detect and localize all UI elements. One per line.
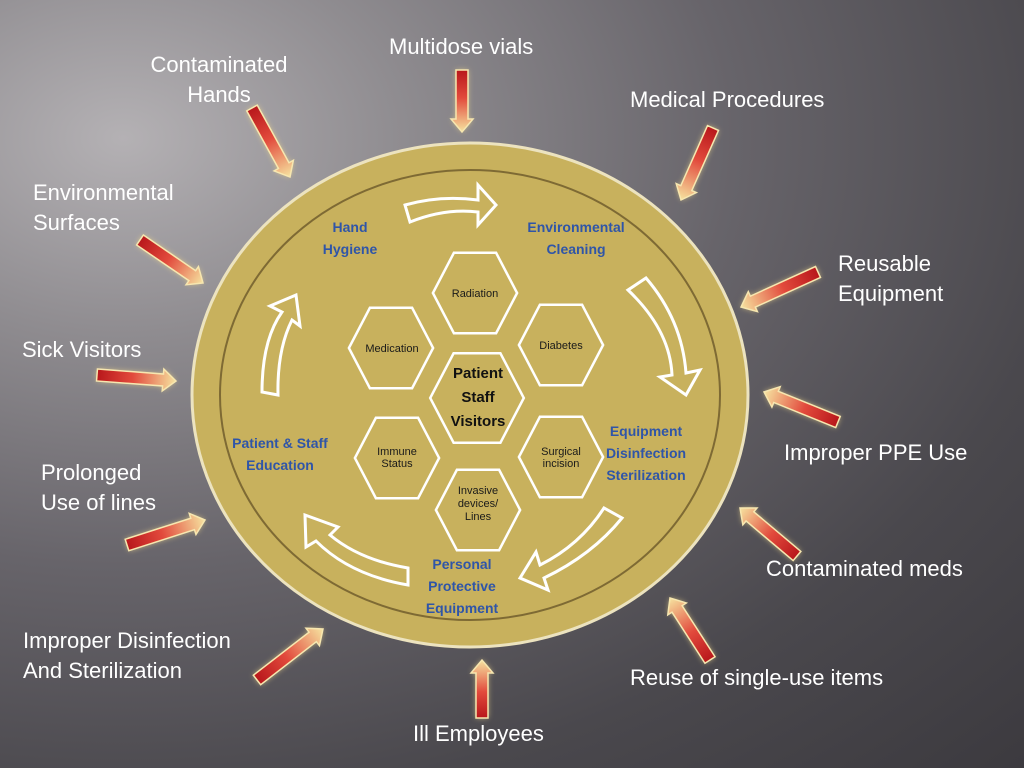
risk-line: Reuse of single-use items (630, 665, 884, 690)
risk-line: Multidose vials (389, 34, 534, 59)
hex-line: Medication (365, 343, 419, 355)
cycle-line: Cleaning (546, 241, 606, 257)
cycle-arrow-right (625, 276, 703, 398)
risk-ill-employees: Ill Employees (413, 719, 544, 749)
risk-line: Prolonged (41, 460, 142, 485)
cycle-line: Protective (428, 578, 496, 594)
cycle-arrow-left (260, 292, 302, 397)
cycle-line: Disinfection (605, 445, 687, 461)
hexagon-cluster (347, 251, 605, 552)
risk-line: Contaminated (150, 52, 288, 77)
hex-label-medication: Medication (352, 343, 432, 355)
cycle-line: Hand (332, 219, 368, 235)
hexagon-center (428, 352, 526, 444)
cycle-line: Personal (432, 556, 492, 572)
risk-line: Medical Procedures (630, 87, 825, 112)
risk-arrow-improper-ppe-use (762, 385, 842, 429)
risk-reuse-single-use-items: Reuse of single-use items (630, 663, 883, 693)
risk-line: Improper Disinfection (23, 628, 231, 653)
risk-reusable-equipment: Reusable Equipment (838, 249, 943, 309)
risk-multidose-vials: Multidose vials (389, 32, 533, 62)
center-line: Visitors (450, 413, 506, 430)
hexagon-invasive-devices (434, 468, 522, 552)
risk-arrow-multidose-vials (449, 69, 475, 134)
hex-line: Lines (464, 511, 492, 523)
cycle-line: Equipment (425, 600, 499, 616)
hexagon-surgical-incision (517, 415, 605, 499)
risk-arrow-ill-employees (469, 658, 495, 719)
risk-arrows (95, 69, 842, 719)
risk-line: Hands (187, 82, 251, 107)
center-line: Patient (452, 365, 503, 382)
cycle-line: Sterilization (606, 467, 686, 483)
hexagon-radiation (431, 251, 519, 335)
risk-line: Reusable (838, 251, 931, 276)
cycle-equipment-disinfection: Equipment Disinfection Sterilization (596, 420, 696, 486)
risk-line: Equipment (838, 281, 944, 306)
risk-line: Improper PPE Use (784, 440, 968, 465)
hex-label-diabetes: Diabetes (521, 340, 601, 352)
hexagon-immune-status (353, 416, 441, 500)
risk-improper-ppe-use: Improper PPE Use (784, 438, 967, 468)
center-line: Staff (461, 389, 495, 406)
center-patient-staff-visitors: Patient Staff Visitors (438, 362, 518, 434)
risk-prolonged-use-of-lines: Prolonged Use of lines (41, 458, 156, 518)
hex-line: Diabetes (539, 340, 583, 352)
hex-label-immune-status: Immune Status (357, 446, 437, 470)
hex-line: Immune (377, 446, 417, 458)
risk-arrow-reusable-equipment (739, 265, 822, 313)
hex-line: Radiation (451, 288, 499, 300)
risk-line: Ill Employees (413, 721, 544, 746)
risk-line: Contaminated meds (766, 556, 963, 581)
hex-line: Status (381, 458, 413, 470)
hex-line: devices/ (457, 498, 499, 510)
risk-arrow-prolonged-use-of-lines (124, 512, 207, 552)
risk-arrow-sick-visitors (95, 367, 178, 393)
risk-arrow-environmental-surfaces (135, 234, 204, 286)
cycle-patient-staff-education: Patient & Staff Education (220, 432, 340, 476)
risk-medical-procedures: Medical Procedures (630, 85, 824, 115)
risk-arrow-reuse-single-use-items (666, 597, 717, 665)
risk-arrow-medical-procedures (675, 124, 720, 202)
risk-line: And Sterilization (23, 658, 182, 683)
risk-line: Sick Visitors (22, 337, 142, 362)
cycle-line: Patient & Staff (232, 435, 328, 451)
cycle-arrow-bottom-left (303, 512, 410, 587)
cycle-arrows (260, 181, 703, 593)
hexagon-medication (347, 306, 435, 390)
hex-label-invasive-devices: Invasive devices/ Lines (438, 485, 518, 524)
risk-arrow-contaminated-meds (739, 507, 802, 562)
risk-improper-disinfection: Improper Disinfection And Sterilization (23, 626, 231, 686)
cycle-line: Environmental (527, 219, 625, 235)
hex-line: Invasive (457, 485, 499, 497)
cycle-personal-protective-equipment: Personal Protective Equipment (412, 553, 512, 619)
risk-sick-visitors: Sick Visitors (22, 335, 141, 365)
cycle-line: Hygiene (322, 241, 378, 257)
risk-line: Surfaces (33, 210, 120, 235)
hex-line: Surgical (541, 446, 581, 458)
cycle-line: Equipment (609, 423, 683, 439)
risk-arrow-improper-disinfection (252, 627, 324, 686)
hex-line: incision (542, 458, 580, 470)
cycle-hand-hygiene: Hand Hygiene (310, 216, 390, 260)
hexagon-diabetes (517, 303, 605, 387)
cycle-arrow-bottom-right (517, 506, 625, 593)
risk-contaminated-hands: Contaminated Hands (139, 50, 299, 110)
risk-arrow-contaminated-hands (245, 104, 295, 179)
cycle-arrow-top (403, 181, 499, 229)
inner-disc-ring (219, 169, 721, 621)
risk-environmental-surfaces: Environmental Surfaces (33, 178, 174, 238)
hex-label-surgical-incision: Surgical incision (521, 446, 601, 470)
hex-label-radiation: Radiation (435, 288, 515, 300)
risk-line: Use of lines (41, 490, 156, 515)
cycle-line: Education (246, 457, 314, 473)
risk-contaminated-meds: Contaminated meds (766, 554, 963, 584)
cycle-environmental-cleaning: Environmental Cleaning (516, 216, 636, 260)
risk-line: Environmental (33, 180, 174, 205)
